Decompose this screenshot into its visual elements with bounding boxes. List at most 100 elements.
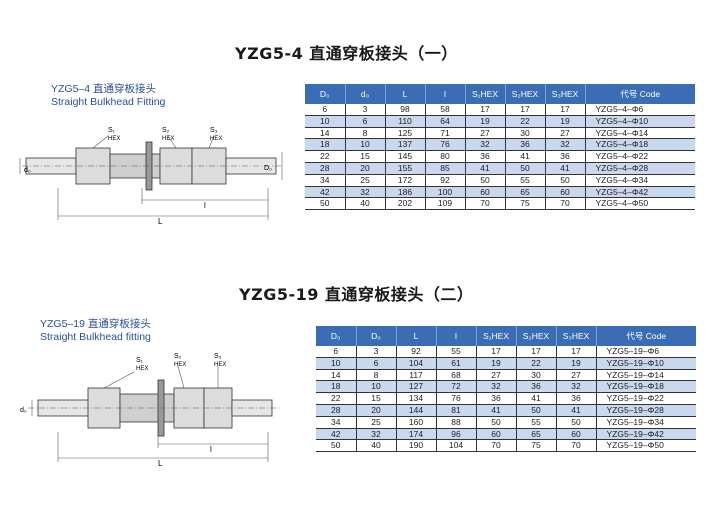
table-cell: 19 bbox=[545, 115, 586, 128]
table-cell: 40 bbox=[356, 439, 397, 453]
table-cell: 10 bbox=[305, 115, 346, 128]
section1-label-cn: YZG5–4 直通穿板接头 bbox=[51, 83, 157, 95]
table-cell: 32 bbox=[465, 138, 506, 152]
table-cell: 17 bbox=[545, 104, 586, 116]
table-cell: YZG5–4–Φ50 bbox=[585, 197, 695, 211]
table-cell: 32 bbox=[556, 380, 597, 394]
table-cell: 22 bbox=[516, 357, 557, 370]
table-cell: 92 bbox=[425, 174, 466, 187]
table-cell: 8 bbox=[345, 127, 386, 140]
s2-label: S₂ bbox=[174, 353, 182, 360]
table-cell: 41 bbox=[476, 404, 517, 417]
table-cell: 8 bbox=[356, 369, 397, 382]
table-cell: 40 bbox=[345, 197, 386, 211]
table-cell: 17 bbox=[556, 346, 597, 358]
table-cell: 81 bbox=[436, 404, 477, 417]
column-header: S₂HEX bbox=[505, 84, 546, 104]
table-cell: 127 bbox=[396, 380, 437, 394]
section2-label-en: Straight Bulkhead fitting bbox=[40, 331, 151, 343]
table-cell: 15 bbox=[345, 150, 386, 163]
table-cell: 96 bbox=[436, 428, 477, 441]
table-cell: 28 bbox=[305, 162, 346, 175]
table-cell: YZG5–19–Φ18 bbox=[596, 380, 696, 394]
s1-label: S₁ bbox=[136, 357, 144, 364]
D0-dimension-label: D₀ bbox=[264, 165, 272, 172]
table-cell: 32 bbox=[476, 380, 517, 394]
table-cell: YZG5–4–Φ42 bbox=[585, 186, 695, 199]
d0-dimension-label: d₀ bbox=[20, 407, 27, 414]
column-header: L bbox=[385, 84, 426, 104]
column-header: D₀ bbox=[356, 326, 397, 346]
table-cell: 68 bbox=[436, 369, 477, 382]
table-cell: YZG5–4–Φ28 bbox=[585, 162, 695, 175]
table-cell: YZG5–4–Φ18 bbox=[585, 138, 695, 152]
table-cell: 14 bbox=[316, 369, 357, 382]
table-cell: 125 bbox=[385, 127, 426, 140]
table-cell: 202 bbox=[385, 197, 426, 211]
table-cell: YZG5–19–Φ6 bbox=[596, 346, 696, 358]
table-cell: 30 bbox=[505, 127, 546, 140]
table-cell: 18 bbox=[316, 380, 357, 394]
table-cell: 145 bbox=[385, 150, 426, 163]
table-cell: YZG5–4–Φ22 bbox=[585, 150, 695, 163]
table-cell: 17 bbox=[505, 104, 546, 116]
table-cell: 134 bbox=[396, 392, 437, 405]
column-header: L bbox=[396, 326, 437, 346]
table-cell: 50 bbox=[516, 404, 557, 417]
L-dimension-label: L bbox=[158, 459, 163, 468]
table-cell: 6 bbox=[356, 357, 397, 370]
table-cell: 70 bbox=[465, 197, 506, 211]
section2-part-label: YZG5–19 直通穿板接头 Straight Bulkhead fitting bbox=[40, 318, 151, 344]
section1-title: YZG5-4 直通穿板接头（一） bbox=[235, 44, 458, 63]
table-cell: 117 bbox=[396, 369, 437, 382]
table-cell: 41 bbox=[465, 162, 506, 175]
table-cell: YZG5–19–Φ28 bbox=[596, 404, 696, 417]
l-dimension-label: l bbox=[204, 201, 206, 210]
table-cell: 17 bbox=[476, 346, 517, 358]
table-cell: 75 bbox=[505, 197, 546, 211]
table-cell: 60 bbox=[556, 428, 597, 441]
table-cell: 65 bbox=[516, 428, 557, 441]
table-cell: 19 bbox=[465, 115, 506, 128]
s3-hex-label: HEX bbox=[210, 136, 222, 142]
table-cell: 61 bbox=[436, 357, 477, 370]
table-cell: 10 bbox=[356, 380, 397, 394]
table-cell: YZG5–19–Φ50 bbox=[596, 439, 696, 453]
table-cell: 36 bbox=[465, 150, 506, 163]
table-cell: 60 bbox=[545, 186, 586, 199]
section1-part-label: YZG5–4 直通穿板接头 Straight Bulkhead Fitting bbox=[51, 83, 165, 109]
table-cell: 34 bbox=[316, 416, 357, 429]
table-cell: 64 bbox=[425, 115, 466, 128]
table-cell: 109 bbox=[425, 197, 466, 211]
table-cell: 42 bbox=[305, 186, 346, 199]
table-cell: 6 bbox=[305, 104, 346, 116]
table-cell: 36 bbox=[505, 138, 546, 152]
table-cell: 10 bbox=[345, 138, 386, 152]
column-header: S₃HEX bbox=[545, 84, 586, 104]
table-cell: 6 bbox=[316, 346, 357, 358]
table-cell: 85 bbox=[425, 162, 466, 175]
table-cell: 36 bbox=[545, 150, 586, 163]
table-cell: 144 bbox=[396, 404, 437, 417]
table-cell: 25 bbox=[345, 174, 386, 187]
table-cell: 50 bbox=[316, 439, 357, 453]
table-cell: 19 bbox=[556, 357, 597, 370]
table-cell: 55 bbox=[505, 174, 546, 187]
table-cell: 14 bbox=[305, 127, 346, 140]
table-cell: YZG5–19–Φ42 bbox=[596, 428, 696, 441]
table-cell: 71 bbox=[425, 127, 466, 140]
table-cell: 3 bbox=[345, 104, 386, 116]
table-cell: 70 bbox=[556, 439, 597, 453]
